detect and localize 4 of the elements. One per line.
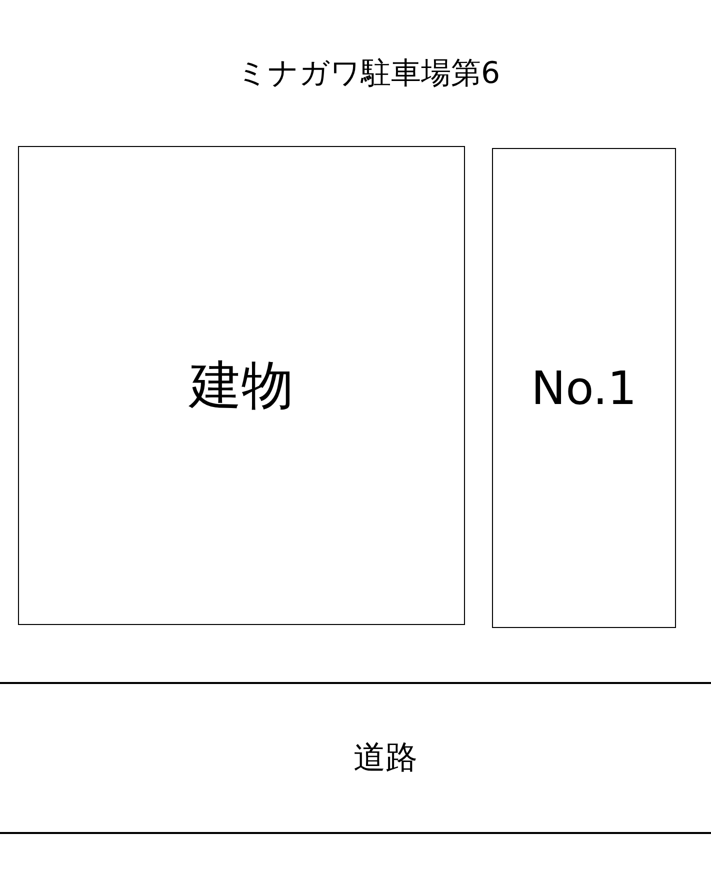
building-box: 建物 — [18, 146, 465, 625]
parking-space-box: No.1 — [492, 148, 676, 628]
road-band: 道路 — [0, 682, 711, 834]
diagram-title: ミナガワ駐車場第6 — [236, 55, 502, 93]
